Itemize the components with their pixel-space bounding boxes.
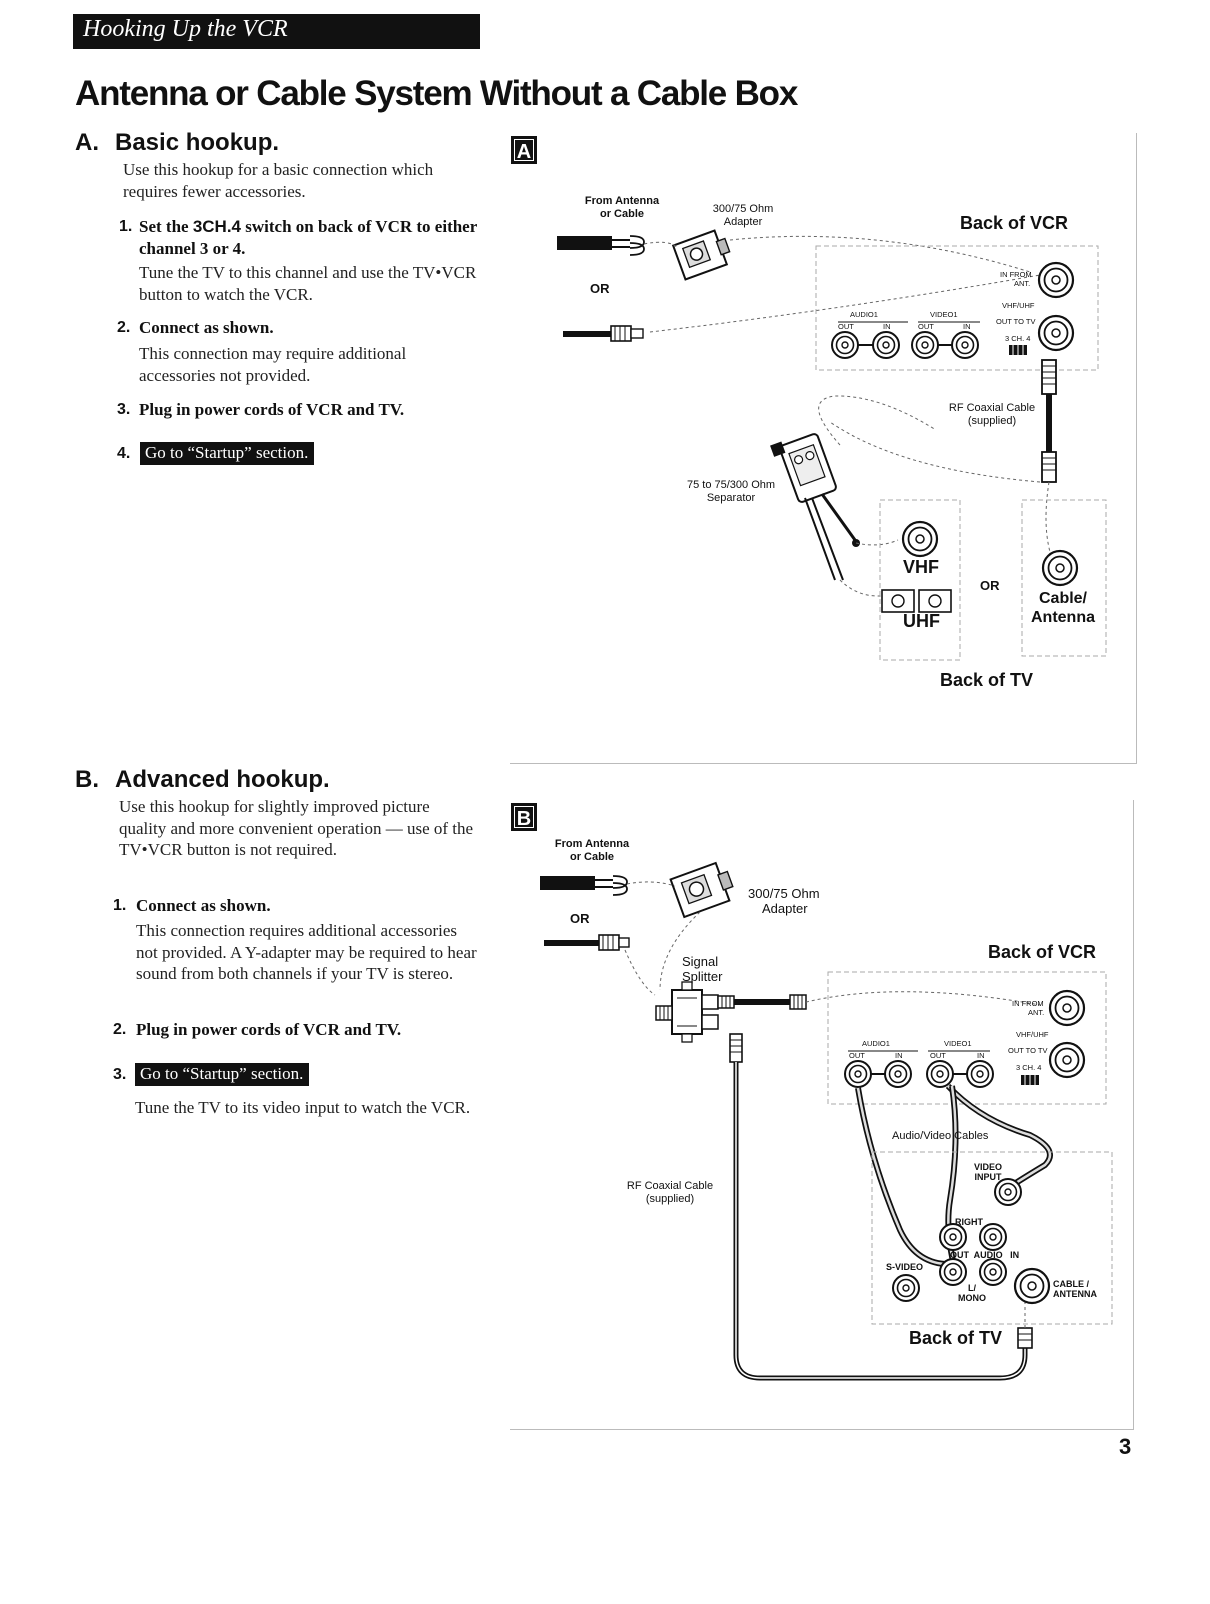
step-body: Tune the TV to this channel and use the …	[139, 263, 477, 304]
section-b-title: B.Advanced hookup.	[75, 766, 330, 793]
diagram-b-frame	[510, 800, 1134, 1430]
diagram-a-art	[557, 229, 1107, 661]
in-from-label: IN FROM	[1000, 270, 1032, 279]
step-number: 2.	[117, 319, 131, 336]
channel-switch-label: 3 CH. 4	[1016, 1063, 1042, 1072]
step-number: 1.	[119, 218, 133, 235]
out-to-tv-label: OUT TO TV	[1008, 1046, 1048, 1055]
vhf-uhf-label: VHF/UHF	[1016, 1030, 1049, 1039]
back-of-tv-label: Back of TV	[909, 1328, 1003, 1348]
page-number: 3	[1119, 1434, 1132, 1459]
audio-in-label: IN	[895, 1051, 903, 1060]
audio-out-label: OUT	[849, 1051, 865, 1060]
page-title: Antenna or Cable System Without a Cable …	[75, 74, 798, 113]
step-body: Tune the TV to its video input to watch …	[135, 1098, 471, 1117]
rf-cable-label: RF Coaxial Cable(supplied)	[626, 1180, 714, 1205]
right-label: RIGHT	[955, 1217, 983, 1227]
cable-antenna-label: Cable/Antenna	[1031, 590, 1095, 626]
step-number: 1.	[113, 897, 127, 914]
av-cables-label: Audio/Video Cables	[892, 1130, 989, 1142]
s-video-label: S-VIDEO	[886, 1262, 924, 1272]
audio1-label: AUDIO1	[862, 1039, 890, 1048]
startup-link[interactable]: Go to “Startup” section.	[135, 1063, 310, 1086]
back-of-vcr-label: Back of VCR	[960, 213, 1069, 233]
audio-out-in-label: OUT AUDIO IN	[950, 1250, 1020, 1260]
video-in-label: IN	[963, 322, 971, 331]
step-heading: Connect as shown.	[136, 896, 271, 915]
video1-label: VIDEO1	[944, 1039, 972, 1048]
vhf-label: VHF	[903, 557, 939, 577]
channel-switch-label: 3 CH. 4	[1005, 334, 1031, 343]
step-body: This connection may require additional a…	[139, 344, 407, 385]
l-mono-label: L/MONO	[958, 1283, 986, 1304]
step-heading: Plug in power cords of VCR and TV.	[139, 400, 405, 419]
out-to-tv-label: OUT TO TV	[996, 317, 1036, 326]
in-from-label: IN FROM	[1012, 999, 1044, 1008]
ant-label: ANT.	[1014, 279, 1031, 288]
back-of-vcr-label: Back of VCR	[988, 942, 1097, 962]
step-number: 3.	[113, 1066, 127, 1083]
vhf-uhf-label: VHF/UHF	[1002, 301, 1035, 310]
diagram-b-art	[540, 861, 1113, 1381]
diagram-a-tag: A	[511, 136, 537, 164]
or-label: OR	[590, 281, 610, 296]
uhf-label: UHF	[903, 611, 940, 631]
video-in-label: IN	[977, 1051, 985, 1060]
audio1-label: AUDIO1	[850, 310, 878, 319]
step-body: This connection requires additional acce…	[136, 921, 477, 983]
or-label: OR	[570, 911, 590, 926]
step-heading: Connect as shown.	[139, 318, 274, 337]
section-label: Hooking Up the VCR	[83, 16, 288, 42]
or-label: OR	[980, 578, 1000, 593]
diagram-b-tag: B	[511, 803, 537, 831]
rf-cable-label: RF Coaxial Cable(supplied)	[948, 402, 1036, 427]
video1-label: VIDEO1	[930, 310, 958, 319]
video-out-label: OUT	[930, 1051, 946, 1060]
section-header-bar: Hooking Up the VCR	[73, 14, 480, 49]
section-a-intro: Use this hookup for a basic connection w…	[123, 160, 434, 201]
back-of-tv-label: Back of TV	[940, 670, 1034, 690]
step-heading: Plug in power cords of VCR and TV.	[136, 1020, 402, 1039]
section-a-title: A.Basic hookup.	[75, 129, 280, 156]
step-number: 3.	[117, 401, 131, 418]
diagram-a-frame	[510, 133, 1137, 764]
section-b-intro: Use this hookup for slightly improved pi…	[119, 797, 474, 859]
audio-in-label: IN	[883, 322, 891, 331]
cable-antenna-label: CABLE /ANTENNA	[1053, 1279, 1097, 1300]
ant-label: ANT.	[1028, 1008, 1045, 1017]
audio-out-label: OUT	[838, 322, 854, 331]
step-number: 2.	[113, 1021, 127, 1038]
step-heading: Set the 3CH.4 switch on back of VCR to e…	[139, 217, 477, 258]
step-number: 4.	[117, 445, 131, 462]
startup-link[interactable]: Go to “Startup” section.	[140, 442, 315, 465]
video-out-label: OUT	[918, 322, 934, 331]
